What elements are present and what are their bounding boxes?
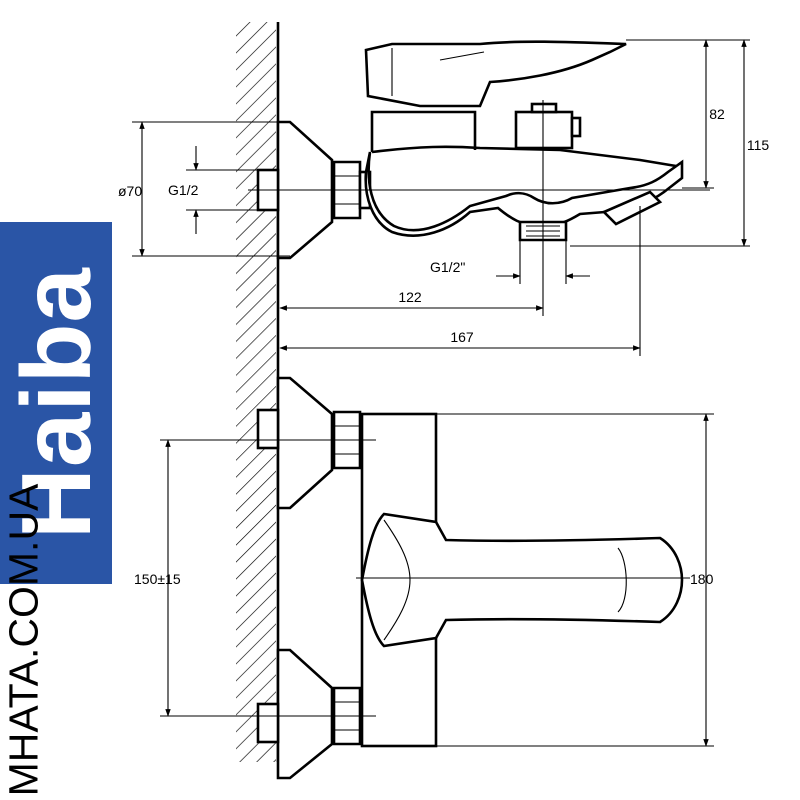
brand-logo-box (0, 222, 112, 584)
dim-outlet-thread: G1/2" (430, 259, 465, 275)
mixer-body-side (364, 151, 684, 237)
site-watermark: MHATA.COM.UA (0, 483, 47, 797)
side-view (248, 40, 710, 260)
dim-flange-diameter: ø70 (118, 183, 142, 199)
dimension-height: 82 115 (570, 39, 770, 247)
dim-180: 180 (690, 571, 714, 587)
dim-167: 167 (450, 329, 474, 345)
wall-flange-lower (276, 648, 334, 780)
dimension-depth: 122 167 (279, 100, 641, 356)
dim-122: 122 (398, 289, 422, 305)
dim-115: 115 (747, 137, 770, 153)
dim-82: 82 (709, 106, 725, 122)
lever-handle-side (364, 40, 627, 108)
lever-handle-top (360, 512, 684, 648)
dim-inlet-spacing: 150±15 (134, 571, 181, 587)
dimension-inlet-spacing: 150±15 (134, 439, 181, 717)
top-view (160, 376, 690, 780)
diverter-cap (514, 110, 574, 150)
wall-flange-upper (276, 376, 334, 510)
wall (236, 22, 280, 762)
dimension-outlet-thread: G1/2" (430, 240, 590, 284)
dimension-body-width: 180 (436, 413, 714, 747)
dimension-inlet-thread: G1/2 (168, 146, 262, 234)
dimension-flange: ø70 (118, 121, 290, 257)
dim-inlet-thread: G1/2 (168, 182, 199, 198)
